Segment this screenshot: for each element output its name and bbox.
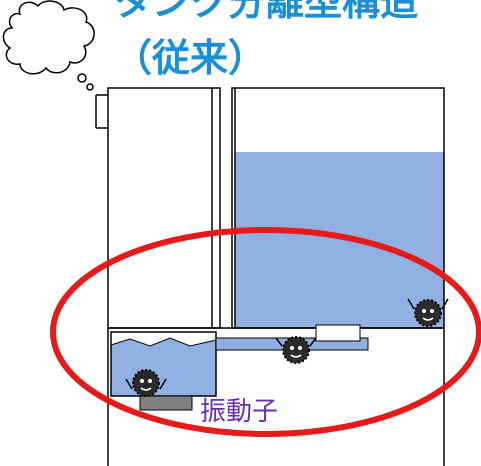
vibrator-label: 振動子 <box>200 397 279 427</box>
highlight-ellipse <box>50 227 481 437</box>
page-title-line-1: タンク分離型構造 <box>114 0 419 24</box>
base-box <box>107 327 445 466</box>
thought-bubble-icon <box>2 0 95 91</box>
germ-icon <box>125 369 167 397</box>
vibrator-block <box>139 395 193 411</box>
page-title-line-2: （従来） <box>114 36 267 80</box>
right-tank-water <box>235 152 444 328</box>
germ-icon <box>275 336 317 364</box>
left-tank <box>95 87 221 329</box>
germ-icon <box>407 298 449 327</box>
